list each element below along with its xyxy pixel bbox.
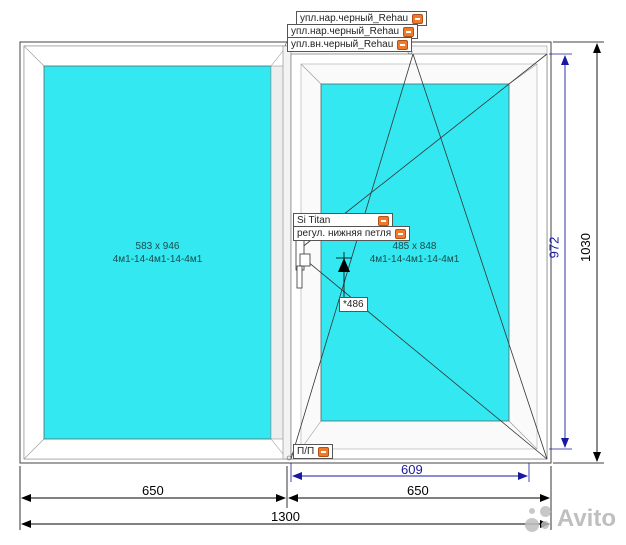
- right-pane-glass: 4м1-14-4м1-14-4м1: [369, 254, 460, 265]
- dim-sash-width: 609: [401, 462, 423, 477]
- handle-height-note: *486: [339, 297, 368, 312]
- right-glass: [320, 83, 510, 422]
- left-pane-glass: 4м1-14-4м1-14-4м1: [112, 254, 203, 265]
- dim-total-height: 1030: [577, 233, 593, 262]
- callout-seal-outer-1-text: упл.нар.черный_Rehau: [300, 13, 409, 24]
- collapse-icon[interactable]: [395, 228, 407, 239]
- tilt-line-left: [290, 53, 414, 460]
- collapse-icon[interactable]: [403, 26, 415, 37]
- right-pane-label: 485 x 848 4м1-14-4м1-14-4м1: [357, 240, 472, 266]
- left-pane-label: 583 x 946 4м1-14-4м1-14-4м1: [100, 240, 215, 266]
- tilt-line-right: [412, 53, 548, 460]
- collapse-icon[interactable]: [397, 39, 409, 50]
- callout-pp-text: П/П: [297, 446, 315, 457]
- callout-seal-outer-1[interactable]: упл.нар.черный_Rehau: [296, 11, 428, 26]
- avito-logo-icon: [523, 504, 553, 534]
- turn-line-b: [295, 251, 548, 460]
- dim-total-width: 1300: [271, 509, 300, 524]
- collapse-icon[interactable]: [378, 215, 390, 226]
- callout-seal-outer-2-text: упл.нар.черный_Rehau: [291, 26, 400, 37]
- callout-seal-inner[interactable]: упл.вн.черный_Rehau: [287, 37, 413, 52]
- dim-left-width: 650: [142, 483, 164, 498]
- collapse-icon[interactable]: [412, 13, 424, 24]
- handle-lever: [296, 265, 303, 289]
- callout-seal-inner-text: упл.вн.черный_Rehau: [291, 39, 394, 50]
- callout-hinge[interactable]: регул. нижняя петля: [293, 226, 411, 241]
- dim-sash-height: 972: [546, 236, 562, 259]
- handle-grip: [299, 253, 311, 267]
- dim-right-width: 650: [407, 483, 429, 498]
- avito-watermark: Avito: [523, 504, 616, 534]
- collapse-icon[interactable]: [318, 446, 330, 457]
- right-pane-size: 485 x 848: [392, 241, 437, 252]
- left-pane-size: 583 x 946: [135, 241, 180, 252]
- left-glass: [43, 65, 272, 440]
- callout-handle-text: Si Titan: [297, 215, 331, 226]
- callout-pp[interactable]: П/П: [293, 444, 334, 459]
- callout-hinge-text: регул. нижняя петля: [297, 228, 392, 239]
- avito-brand-text: Avito: [556, 505, 616, 532]
- mullion: [282, 45, 292, 460]
